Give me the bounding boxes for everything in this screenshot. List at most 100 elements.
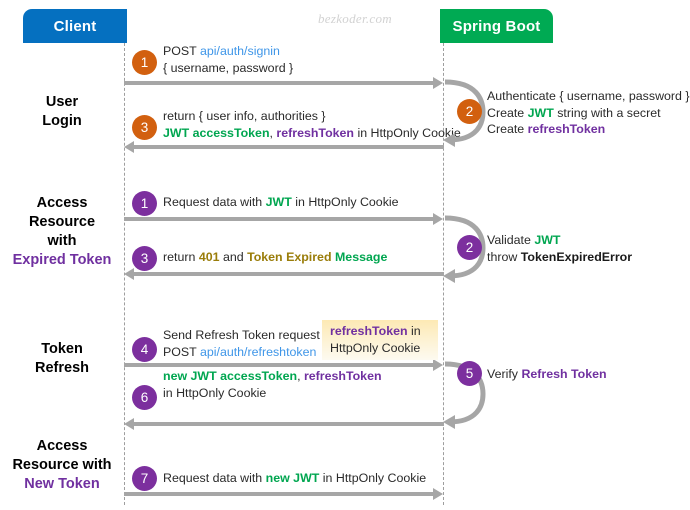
arrow-request-7	[124, 363, 434, 367]
section-label-token-refresh: Token Refresh	[0, 340, 124, 378]
step-badge-number: 2	[465, 240, 474, 255]
note-refresh-token: refreshToken in HttpOnly Cookie	[322, 320, 438, 360]
arrow-request-1	[124, 81, 434, 85]
msg-text: Create	[487, 105, 528, 120]
step-badge-number: 4	[140, 342, 149, 357]
section-label-line4: Expired Token	[12, 252, 112, 268]
msg-keyword-jwt: JWT	[534, 233, 561, 247]
msg-endpoint: api/auth/signin	[199, 44, 280, 58]
msg-text: ,	[297, 369, 304, 383]
arrow-head-right	[433, 359, 443, 371]
section-label-line2: Login	[42, 113, 82, 129]
step-message-5: Validate JWT throw TokenExpiredError	[487, 232, 632, 265]
arrow-head-right	[433, 488, 443, 500]
msg-text: ,	[269, 125, 277, 140]
section-label-new-token: Access Resource with New Token	[0, 437, 124, 494]
step-message-6: return 401 and Token Expired Message	[163, 249, 387, 266]
msg-keyword-refreshtoken: refreshToken	[527, 122, 606, 136]
step-badge-3[interactable]: 3	[132, 115, 157, 140]
msg-text: Verify	[487, 367, 522, 381]
step-badge-number: 1	[140, 196, 149, 211]
arrow-response-3	[134, 145, 444, 149]
section-label-line2: Resource with	[12, 457, 112, 473]
step-message-3: return { user info, authorities } JWT ac…	[163, 108, 461, 141]
section-label-expired-token: Access Resource with Expired Token	[0, 194, 124, 270]
note-text: in	[407, 324, 421, 338]
msg-text: and	[219, 250, 248, 264]
msg-keyword-jwt: JWT	[527, 105, 554, 120]
msg-text: in HttpOnly Cookie	[319, 471, 427, 485]
msg-keyword-refresh-token: Refresh Token	[521, 367, 607, 381]
section-label-line2: Resource	[28, 214, 96, 230]
msg-text: POST	[163, 344, 200, 359]
msg-text: Create	[487, 122, 528, 136]
step-badge-7[interactable]: 4	[132, 337, 157, 362]
step-badge-number: 5	[465, 366, 474, 381]
section-label-line1: User	[45, 94, 79, 110]
step-message-2: Authenticate { username, password } Crea…	[487, 88, 690, 138]
step-badge-10[interactable]: 7	[132, 466, 157, 491]
step-badge-6[interactable]: 3	[132, 246, 157, 271]
section-label-line1: Token	[41, 341, 83, 357]
msg-keyword-jwt-accesstoken: JWT accessToken	[163, 125, 270, 140]
step-badge-5[interactable]: 2	[457, 235, 482, 260]
section-label-line1: Access	[36, 195, 88, 211]
step-badge-4[interactable]: 1	[132, 191, 157, 216]
section-label-line3: with	[47, 233, 77, 249]
msg-text: { username, password }	[163, 60, 294, 75]
msg-keyword-token-expired: Token Expired	[247, 250, 332, 264]
watermark-text: bezkoder.com	[318, 11, 392, 26]
self-loop-2	[443, 210, 489, 286]
step-badge-number: 3	[140, 251, 149, 266]
msg-keyword-tokenexpirederror: TokenExpiredError	[520, 249, 633, 264]
msg-keyword-new-jwt-accesstoken: new JWT accessToken	[163, 369, 298, 383]
note-text: HttpOnly Cookie	[330, 341, 421, 355]
arrow-response-9	[134, 422, 444, 426]
step-badge-number: 6	[140, 390, 149, 405]
step-badge-number: 1	[140, 55, 149, 70]
actor-server-box: Spring Boot	[440, 9, 553, 43]
step-badge-9[interactable]: 6	[132, 385, 157, 410]
step-badge-number: 3	[140, 120, 149, 135]
actor-client-box: Client	[23, 9, 127, 43]
msg-keyword-message: Message	[334, 250, 388, 264]
arrow-head-left	[124, 268, 134, 280]
note-keyword-refreshtoken: refreshToken	[330, 324, 408, 338]
arrow-head-right	[433, 77, 443, 89]
msg-text: Request data with	[163, 471, 266, 485]
section-label-line4: New Token	[24, 476, 100, 492]
msg-keyword-refreshtoken: refreshToken	[303, 369, 382, 383]
msg-keyword-jwt: JWT	[265, 195, 292, 209]
msg-text: in HttpOnly Cookie	[163, 385, 267, 400]
actor-server-label: Spring Boot	[452, 17, 541, 35]
step-message-10: Request data with new JWT in HttpOnly Co…	[163, 470, 426, 487]
step-message-9: new JWT accessToken, refreshToken in Htt…	[163, 368, 382, 401]
msg-text: Validate	[487, 233, 535, 247]
msg-text: Send Refresh Token request	[163, 328, 320, 342]
arrow-request-10	[124, 492, 434, 496]
msg-text: return	[163, 250, 199, 264]
step-badge-2[interactable]: 2	[457, 99, 482, 124]
msg-text: throw	[487, 249, 521, 264]
arrow-response-6	[134, 272, 444, 276]
msg-status-401: 401	[198, 250, 220, 264]
section-label-user-login: User Login	[0, 93, 124, 131]
section-label-line2: Refresh	[35, 360, 89, 376]
self-loop-1	[443, 74, 489, 150]
msg-text: Request data with	[163, 195, 266, 209]
arrow-head-left	[124, 418, 134, 430]
msg-text: string with a secret	[553, 105, 661, 120]
msg-text: return { user info, authorities }	[163, 109, 326, 123]
step-badge-1[interactable]: 1	[132, 50, 157, 75]
step-badge-number: 2	[465, 104, 474, 119]
step-message-4: Request data with JWT in HttpOnly Cookie	[163, 194, 399, 211]
msg-text: POST	[163, 44, 200, 58]
step-message-8: Verify Refresh Token	[487, 366, 607, 383]
step-message-7: Send Refresh Token request POST api/auth…	[163, 327, 320, 360]
arrow-head-left	[124, 141, 134, 153]
msg-keyword-new-jwt: new JWT	[265, 471, 320, 485]
msg-text: in HttpOnly Cookie	[291, 195, 399, 209]
msg-keyword-refreshtoken: refreshToken	[276, 125, 354, 140]
step-badge-8[interactable]: 5	[457, 361, 482, 386]
